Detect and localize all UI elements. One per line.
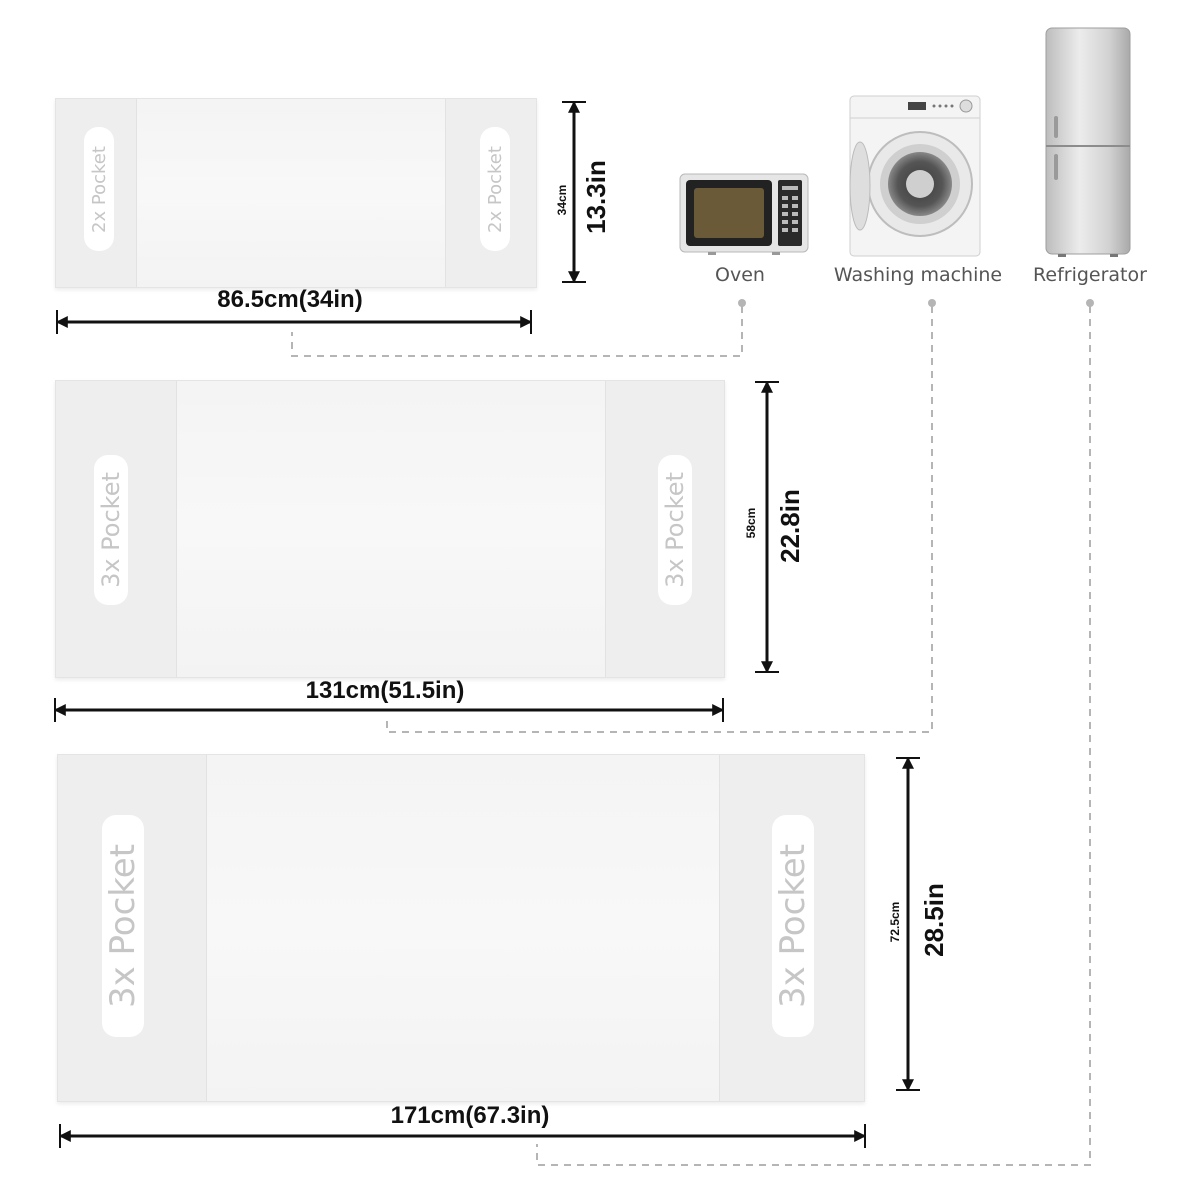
cover-large: 3x Pocket 3x Pocket	[57, 754, 865, 1102]
cover-1-height-in: 13.3in	[581, 160, 611, 234]
cover-3-height-in: 28.5in	[919, 883, 949, 957]
washer-connector	[386, 306, 933, 733]
pocket-badge: 3x Pocket	[102, 815, 144, 1037]
cover-3-width-arrow	[58, 1124, 867, 1148]
refrigerator-label: Refrigerator	[1033, 264, 1147, 286]
pocket-badge: 3x Pocket	[658, 455, 692, 605]
microwave-oven-icon	[678, 170, 810, 256]
cover-2-height-arrow	[755, 380, 779, 674]
cover-3-height-arrow	[896, 756, 920, 1092]
cover-3-width-label: 171cm(67.3in)	[390, 1102, 550, 1129]
cover-3-height-cm: 72.5cm	[888, 901, 902, 943]
cover-medium: 3x Pocket 3x Pocket	[55, 380, 725, 678]
connector-lines	[291, 306, 1091, 1166]
refrigerator-icon	[1044, 26, 1132, 258]
cover-1-width-arrow	[55, 310, 533, 334]
cover-2-width-arrow	[53, 698, 725, 722]
oven-label: Oven	[715, 264, 765, 286]
cover-1-width-label: 86.5cm(34in)	[217, 286, 363, 313]
cover-small: 2x Pocket 2x Pocket	[55, 98, 537, 288]
cover-2-width-label: 131cm(51.5in)	[305, 677, 465, 704]
cover-1-height-arrow	[562, 100, 586, 284]
pocket-badge: 3x Pocket	[772, 815, 814, 1037]
cover-1-height-cm: 34cm	[555, 184, 569, 216]
pocket-badge: 2x Pocket	[480, 127, 510, 251]
cover-2-height-cm: 58cm	[744, 507, 758, 539]
oven-connector	[291, 306, 743, 357]
pocket-badge: 2x Pocket	[84, 127, 114, 251]
pocket-badge: 3x Pocket	[94, 455, 128, 605]
washing-machine-icon	[846, 94, 984, 258]
fridge-connector	[536, 306, 1091, 1166]
cover-2-height-in: 22.8in	[775, 489, 805, 563]
washing-machine-label: Washing machine	[833, 264, 1003, 286]
